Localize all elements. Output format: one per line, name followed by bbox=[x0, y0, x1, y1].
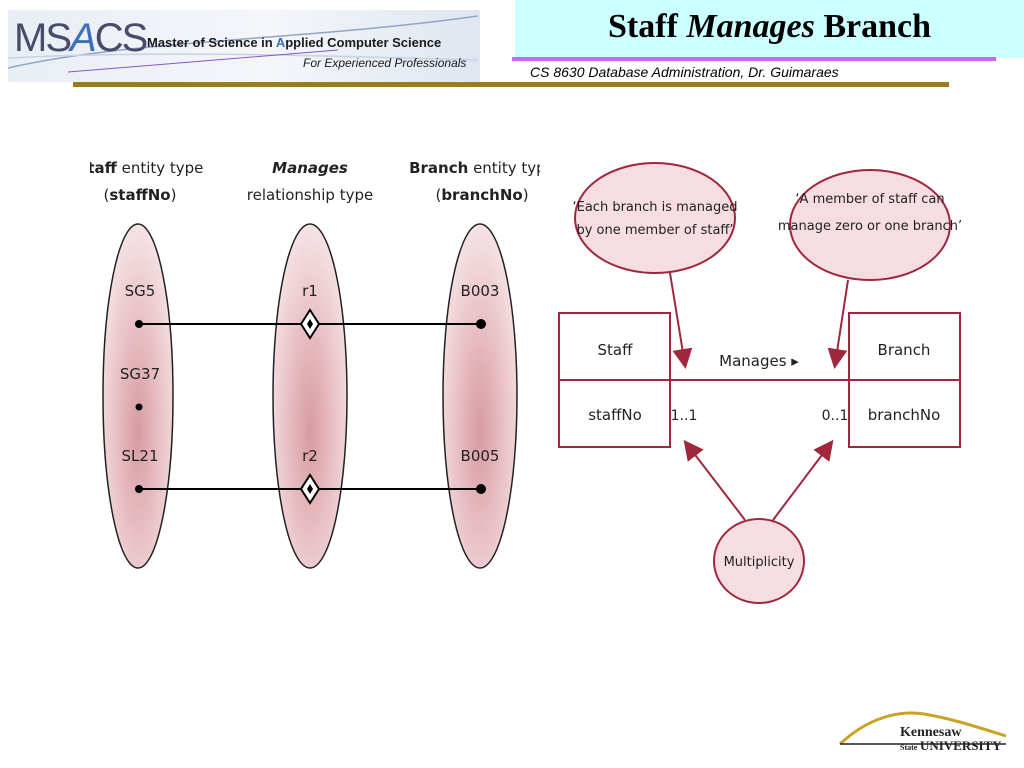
title-underline bbox=[512, 57, 996, 61]
logo-wordmark: MSACS bbox=[14, 16, 148, 60]
branch-dot-b005 bbox=[476, 484, 486, 494]
branch-dot-b003 bbox=[476, 319, 486, 329]
title-banner bbox=[515, 0, 1024, 58]
staff-dot-sg5 bbox=[135, 320, 143, 328]
staff-multiplicity: 1..1 bbox=[671, 408, 698, 424]
mountain-icon bbox=[838, 711, 1007, 746]
university-name-line1: Kennesaw bbox=[900, 725, 962, 740]
manages-heading: Manages bbox=[272, 159, 348, 177]
staff-constraint-note bbox=[574, 162, 736, 274]
kennesaw-state-logo: Kennesaw State UNIVERSITY bbox=[838, 711, 1007, 753]
logo-tagline: For Experienced Professionals bbox=[303, 56, 467, 70]
diamond-icon bbox=[299, 308, 321, 340]
manages-association-label: Manages ▸ bbox=[719, 352, 799, 370]
relationship-item-r2: r2 bbox=[302, 447, 318, 465]
staff-key-label: (staffNo) bbox=[104, 186, 177, 204]
logo-subtitle: Master of Science in Applied Computer Sc… bbox=[147, 35, 442, 50]
note-arrow-right bbox=[827, 279, 849, 369]
branch-class-name: Branch bbox=[878, 341, 931, 359]
staff-item-sg5: SG5 bbox=[125, 282, 156, 300]
diamond-icon bbox=[299, 473, 321, 505]
branch-class-attribute: branchNo bbox=[868, 406, 941, 424]
branch-entity-heading: Branch entity type bbox=[409, 159, 540, 177]
branch-note-line1: ‘A member of staff can bbox=[795, 192, 944, 207]
staff-item-sg37: SG37 bbox=[120, 365, 160, 383]
staff-dot-sl21 bbox=[135, 485, 143, 493]
staff-class-name: Staff bbox=[598, 341, 634, 359]
university-name-line2: UNIVERSITY bbox=[920, 738, 1002, 753]
logo-swoosh-icon bbox=[8, 15, 479, 73]
staff-dot-sg37 bbox=[135, 403, 143, 411]
multiplicity-bubble bbox=[713, 518, 805, 604]
branch-multiplicity: 0..1 bbox=[822, 408, 849, 424]
branch-item-b005: B005 bbox=[461, 447, 500, 465]
multiplicity-bubble-label: Multiplicity bbox=[724, 555, 795, 570]
page-title: Staff Manages Branch bbox=[607, 8, 932, 45]
note-arrow-left bbox=[669, 272, 693, 369]
staff-entity-heading: Staff entity type bbox=[90, 159, 203, 177]
staff-entity-oval bbox=[102, 223, 174, 569]
semantic-net-diagram: Staff entity type (staffNo) Manages rela… bbox=[90, 159, 540, 569]
relationship-type-label: relationship type bbox=[247, 186, 373, 204]
staff-item-sl21: SL21 bbox=[122, 447, 159, 465]
branch-key-label: (branchNo) bbox=[435, 186, 528, 204]
branch-note-line2: manage zero or one branch’ bbox=[778, 219, 962, 234]
branch-constraint-note bbox=[789, 169, 951, 281]
branch-entity-oval bbox=[442, 223, 518, 569]
branch-item-b003: B003 bbox=[461, 282, 500, 300]
multiplicity-arrow-left bbox=[683, 439, 746, 521]
staff-class-attribute: staffNo bbox=[588, 406, 642, 424]
course-subtitle: CS 8630 Database Administration, Dr. Gui… bbox=[530, 64, 839, 80]
university-state-label: State bbox=[900, 743, 918, 752]
uml-multiplicity-diagram: ‘Each branch is managed by one member of… bbox=[558, 162, 962, 604]
staff-note-line1: ‘Each branch is managed bbox=[572, 200, 737, 215]
relationship-item-r1: r1 bbox=[302, 282, 318, 300]
manages-relationship-oval bbox=[272, 223, 348, 569]
staff-note-line2: by one member of staff’ bbox=[576, 223, 733, 238]
multiplicity-arrow-right bbox=[772, 439, 834, 521]
header-divider bbox=[73, 82, 949, 87]
